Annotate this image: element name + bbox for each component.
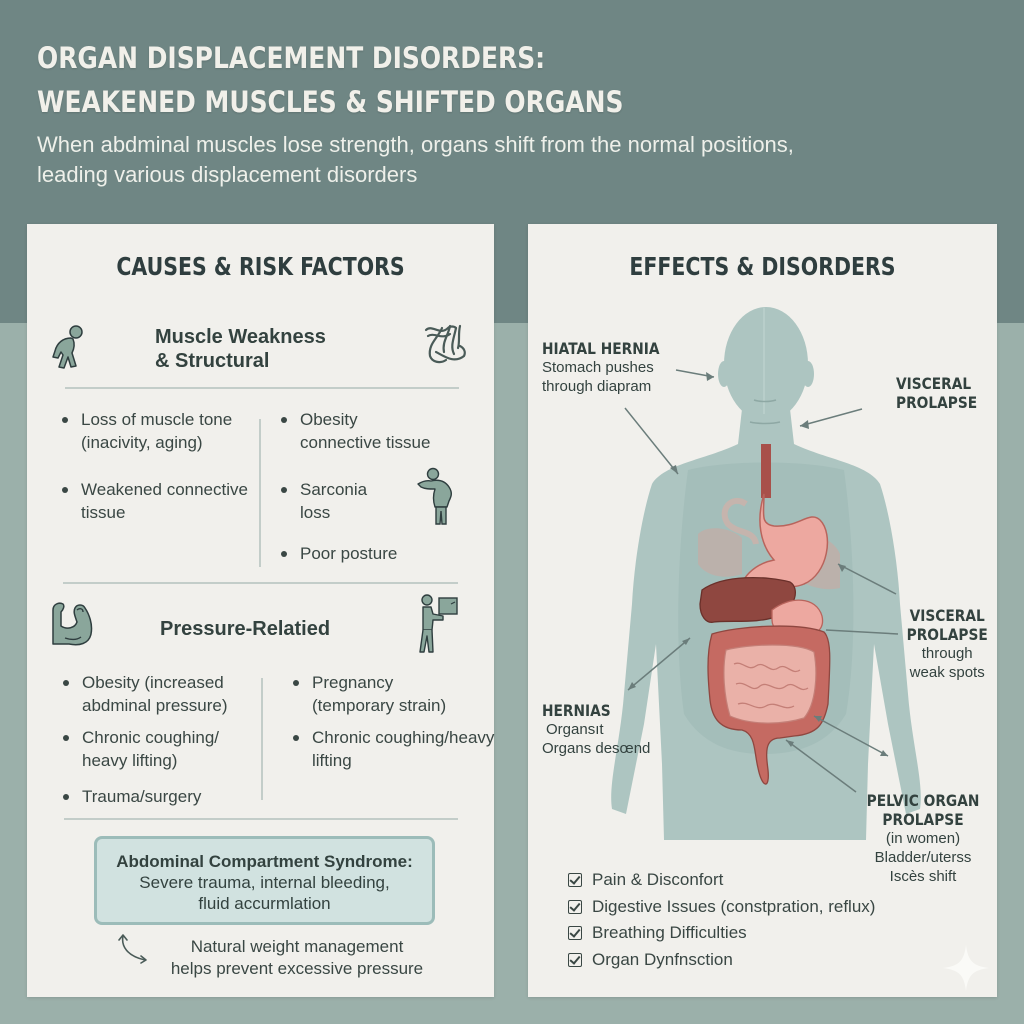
label-text: Organsıt bbox=[546, 721, 604, 738]
list-item-text: Trauma/surgery bbox=[82, 787, 202, 806]
label-text: Bladder/uterss bbox=[874, 849, 972, 866]
label-visceral-prolapse-weak-spots: VISCERAL PROLAPSE through weak spots bbox=[900, 606, 994, 682]
curved-double-arrow-icon bbox=[117, 932, 153, 966]
list-item-text: Pregnancy bbox=[312, 673, 394, 692]
causes-panel: CAUSES & RISK FACTORS Muscle Weakness & … bbox=[27, 224, 494, 997]
bent-over-person-icon bbox=[49, 323, 89, 369]
hunched-elderly-person-icon bbox=[415, 467, 459, 527]
checkbox-checked-icon bbox=[568, 926, 582, 941]
label-title: PROLAPSE bbox=[882, 810, 964, 829]
list-item-text: Chronic coughing/ bbox=[82, 728, 220, 747]
page-title-line-2: WEAKENED MUSCLES & SHIFTED ORGANS bbox=[37, 85, 624, 119]
checklist-item: Organ Dynfnsction bbox=[568, 947, 875, 974]
weight-management-note: Natural weight management helps prevent … bbox=[152, 936, 442, 980]
list-item-text: Obesity bbox=[300, 410, 358, 429]
header: ORGAN DISPLACEMENT DISORDERS: WEAKENED M… bbox=[37, 36, 997, 190]
list-item-text: Weakened connective bbox=[81, 480, 248, 499]
muscle-weakness-list-col-1: Loss of muscle tone (inacivity, aging) W… bbox=[59, 408, 259, 548]
checklist-item: Pain & Disconfort bbox=[568, 867, 875, 894]
effects-panel: EFFECTS & DISORDERS bbox=[528, 224, 997, 997]
list-item: Obesity connective tissue bbox=[278, 408, 478, 454]
note-text: helps prevent excessive pressure bbox=[170, 959, 424, 978]
label-text: weak spots bbox=[909, 664, 985, 681]
checklist-item: Digestive Issues (constpration, reflux) bbox=[568, 894, 875, 921]
label-pelvic-organ-prolapse: PELVIC ORGAN PROLAPSE (in women) Bladder… bbox=[848, 791, 998, 886]
list-item-text: Sarconia bbox=[300, 480, 368, 499]
page-subtitle: When abdminal muscles lose strength, org… bbox=[37, 132, 794, 187]
section-heading-line-1: Muscle Weakness bbox=[155, 326, 326, 348]
tangled-fibers-icon bbox=[420, 322, 468, 368]
section-divider bbox=[63, 582, 458, 584]
checklist-label: Breathing Difficulties bbox=[592, 923, 747, 942]
pressure-related-list-col-2: Pregnancy (temporary strain) Chronic cou… bbox=[290, 671, 510, 796]
callout-title: Abdominal Compartment Syndrome: bbox=[116, 852, 413, 871]
person-lifting-box-icon bbox=[417, 594, 461, 656]
list-item-text: heavy lifting) bbox=[82, 751, 178, 770]
label-title: PELVIC ORGAN bbox=[866, 791, 980, 810]
sparkle-icon bbox=[941, 943, 991, 998]
list-item: Obesity (increased abdminal pressure) bbox=[60, 671, 270, 717]
label-title: PROLAPSE bbox=[906, 625, 988, 644]
list-item-text: tissue bbox=[81, 503, 126, 522]
callout-text: Severe trauma, internal bleeding, bbox=[139, 873, 390, 892]
pressure-related-list-col-1: Obesity (increased abdminal pressure) Ch… bbox=[60, 671, 270, 832]
list-item-text: lifting bbox=[312, 751, 352, 770]
checklist-label: Organ Dynfnsction bbox=[592, 949, 733, 969]
effects-checklist: Pain & Disconfort Digestive Issues (cons… bbox=[568, 867, 875, 973]
list-item-text: connective tissue bbox=[300, 433, 431, 452]
checkbox-checked-icon bbox=[568, 899, 582, 914]
label-text: Iscès shift bbox=[889, 868, 957, 885]
list-item-text: Poor posture bbox=[300, 544, 398, 563]
label-title: VISCERAL bbox=[896, 374, 972, 393]
list-item: Loss of muscle tone (inacivity, aging) bbox=[59, 408, 259, 454]
callout-text: fluid accurmlation bbox=[198, 894, 331, 913]
checklist-item: Breathing Difficulties bbox=[568, 920, 875, 947]
section-divider bbox=[65, 387, 459, 389]
label-text: Stomach pushes bbox=[542, 359, 654, 376]
list-item-text: Obesity (increased bbox=[82, 673, 224, 692]
label-title: VISCERAL bbox=[909, 606, 985, 625]
list-item: Chronic coughing/heavy lifting bbox=[290, 726, 510, 772]
list-item: Weakened connective tissue bbox=[59, 478, 259, 524]
list-item: Sarconia loss bbox=[278, 478, 478, 524]
list-item-text: loss bbox=[300, 503, 331, 522]
checklist-label: Digestive Issues (constpration, reflux) bbox=[592, 896, 876, 916]
section-muscle-weakness-heading: Muscle Weakness & Structural bbox=[155, 325, 326, 373]
list-item-text: Loss of muscle tone bbox=[81, 410, 233, 429]
label-text: (in women) bbox=[885, 830, 961, 847]
list-item-text: (temporary strain) bbox=[312, 696, 447, 715]
label-title: PROLAPSE bbox=[896, 393, 978, 412]
label-title: HERNIAS bbox=[542, 701, 611, 720]
checklist-label: Pain & Disconfort bbox=[592, 870, 724, 889]
checkbox-checked-icon bbox=[568, 952, 582, 967]
list-item-text: abdminal pressure) bbox=[82, 696, 228, 715]
section-pressure-related-heading: Pressure-Relatied bbox=[160, 618, 331, 640]
label-text: through diapram bbox=[542, 378, 652, 395]
label-title: HIATAL HERNIA bbox=[542, 339, 660, 358]
list-item: Pregnancy (temporary strain) bbox=[290, 671, 510, 717]
muscle-weakness-list-col-2: Obesity connective tissue Sarconia loss … bbox=[278, 408, 478, 589]
section-divider bbox=[64, 818, 458, 820]
list-item: Poor posture bbox=[278, 542, 478, 565]
list-item-text: Chronic coughing/heavy bbox=[312, 728, 495, 747]
note-text: Natural weight management bbox=[190, 937, 404, 956]
label-hernias: HERNIAS Organsıt Organs desœnd bbox=[542, 701, 650, 758]
column-divider bbox=[261, 678, 263, 800]
effects-panel-title: EFFECTS & DISORDERS bbox=[629, 252, 896, 281]
label-hiatal-hernia: HIATAL HERNIA Stomach pushes through dia… bbox=[542, 339, 679, 396]
label-visceral-prolapse-top: VISCERAL PROLAPSE bbox=[896, 374, 990, 412]
label-text: through bbox=[921, 645, 973, 662]
list-item-text: (inacivity, aging) bbox=[81, 433, 203, 452]
human-body-diagram bbox=[611, 307, 921, 840]
section-heading-line-2: & Structural bbox=[155, 350, 270, 372]
causes-panel-title: CAUSES & RISK FACTORS bbox=[116, 252, 405, 281]
page-title-line-1: ORGAN DISPLACEMENT DISORDERS: bbox=[37, 41, 546, 75]
abdominal-compartment-syndrome-callout: Abdominal Compartment Syndrome: Severe t… bbox=[94, 836, 435, 925]
column-divider bbox=[259, 419, 261, 567]
checkbox-checked-icon bbox=[568, 873, 582, 888]
list-item: Chronic coughing/ heavy lifting) bbox=[60, 726, 270, 772]
label-text: Organs desœnd bbox=[542, 740, 651, 757]
list-item: Trauma/surgery bbox=[60, 785, 270, 808]
flexed-arm-icon bbox=[49, 600, 95, 648]
